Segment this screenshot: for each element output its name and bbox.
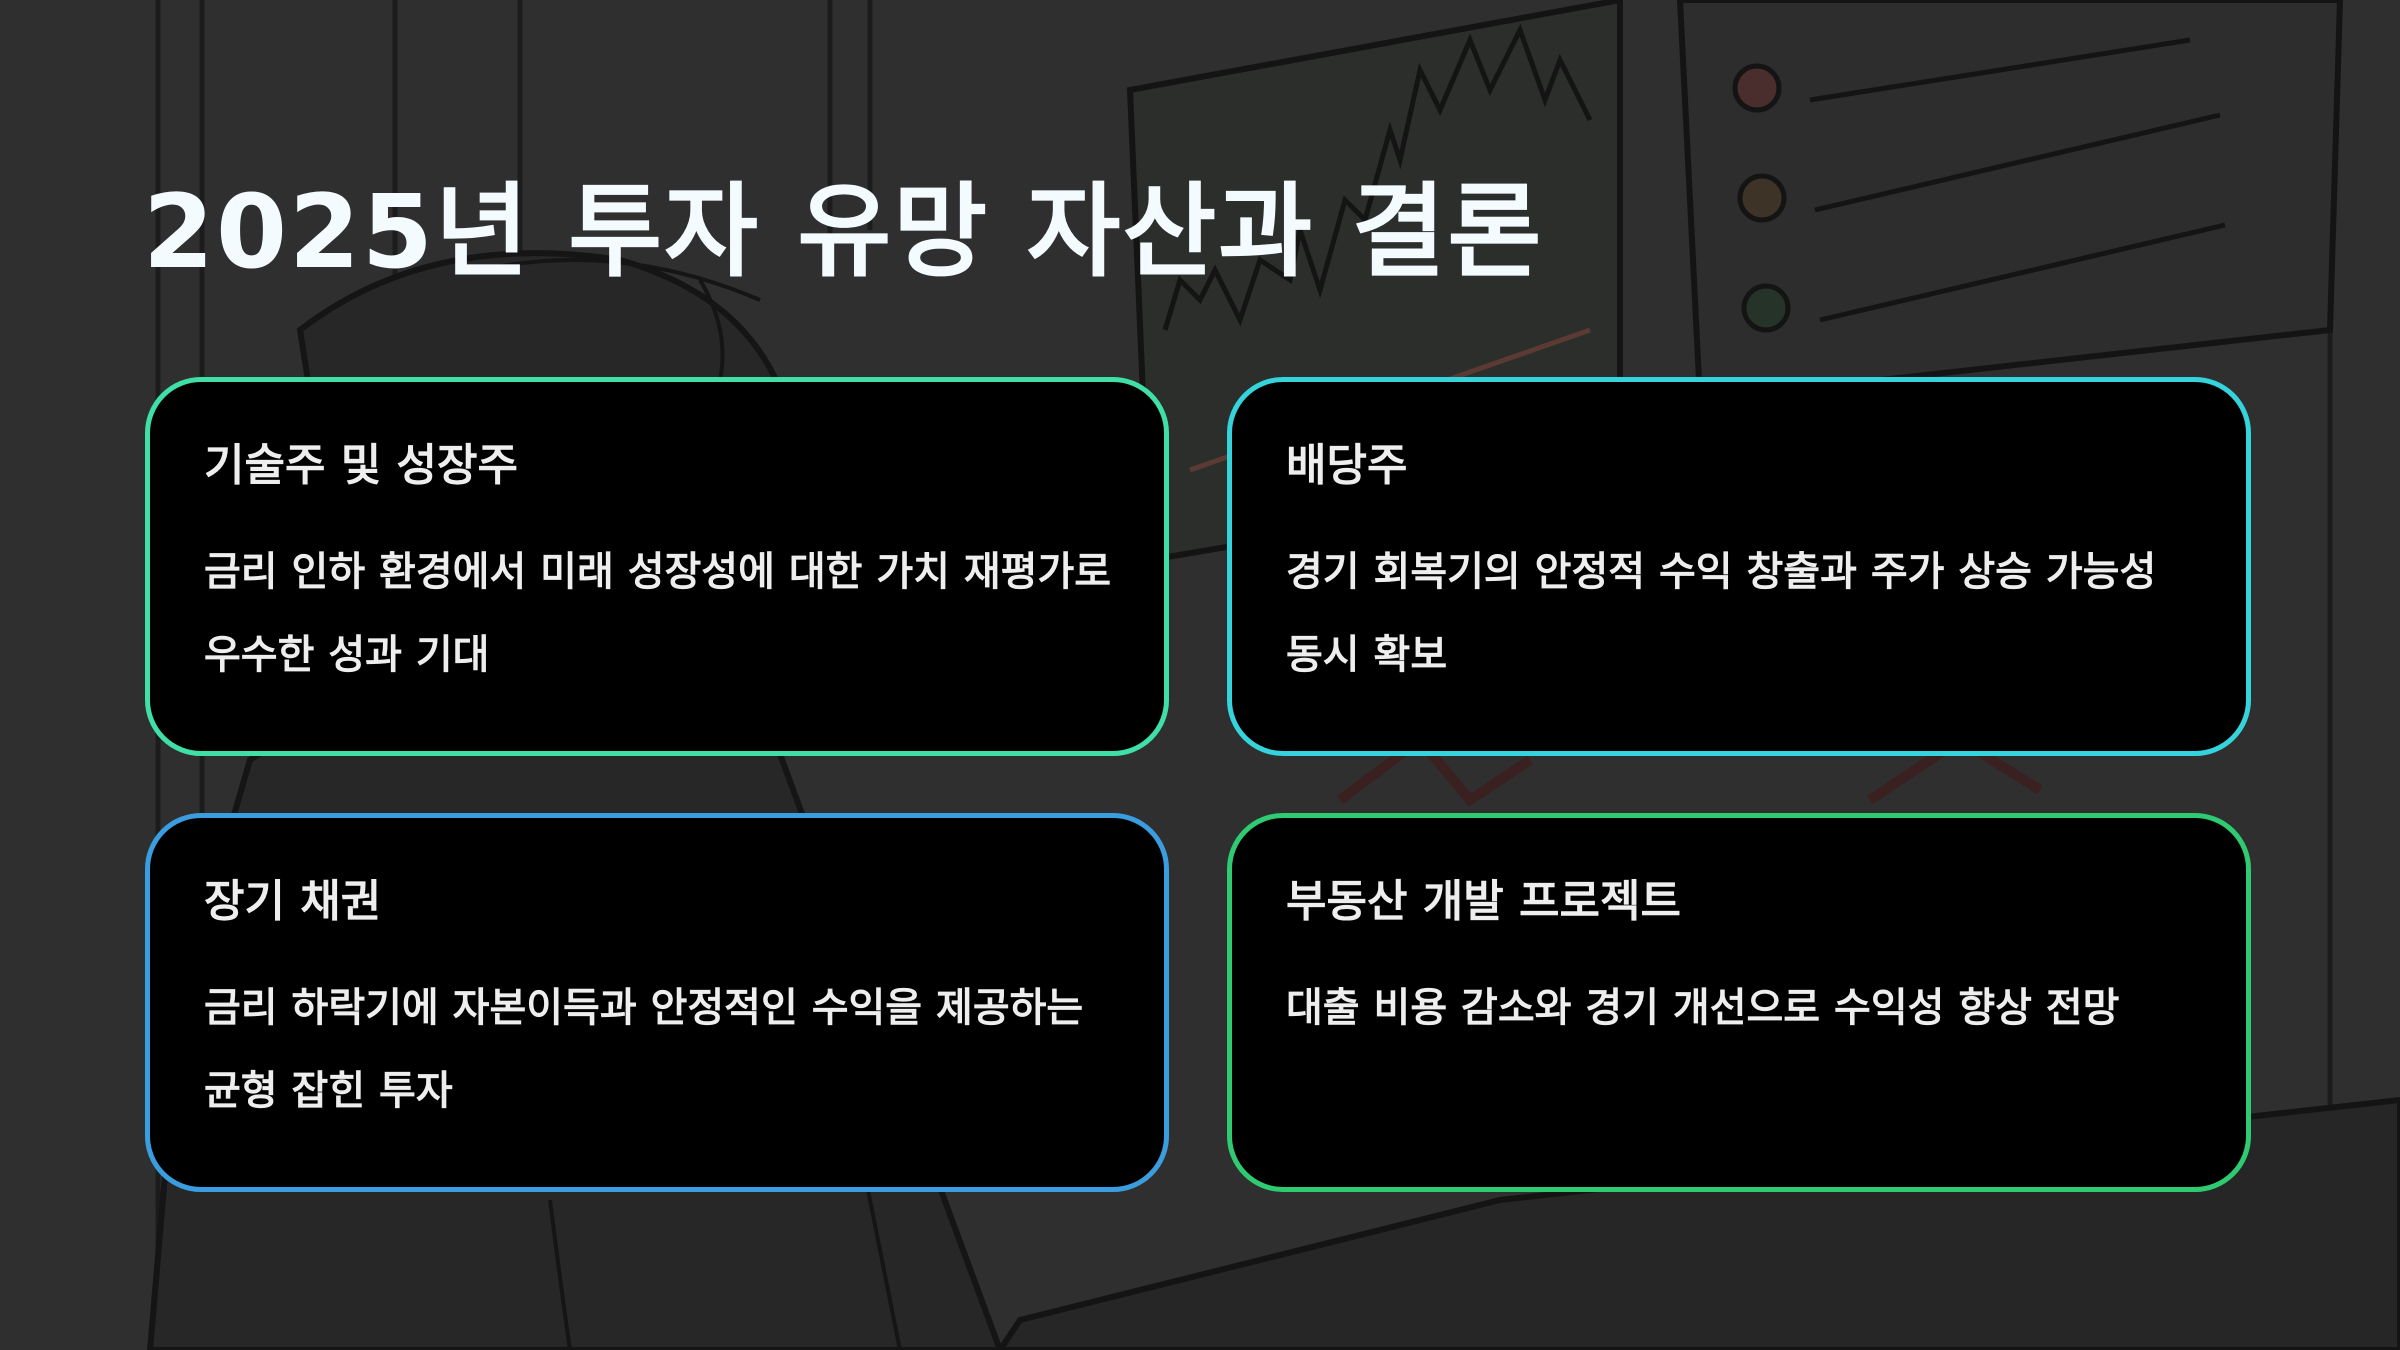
card-title: 부동산 개발 프로젝트 <box>1286 876 1681 927</box>
card-dividend-stocks: 배당주 경기 회복기의 안정적 수익 창출과 주가 상승 가능성 동시 확보 <box>1227 377 2251 756</box>
card-title: 장기 채권 <box>204 876 382 927</box>
card-description: 금리 인하 환경에서 미래 성장성에 대한 가치 재평가로 우수한 성과 기대 <box>204 548 1112 678</box>
card-title: 배당주 <box>1286 440 1408 491</box>
card-title: 기술주 및 성장주 <box>204 440 518 491</box>
card-tech-growth-stocks: 기술주 및 성장주 금리 인하 환경에서 미래 성장성에 대한 가치 재평가로 … <box>145 377 1169 756</box>
card-description: 금리 하락기에 자본이득과 안정적인 수익을 제공하는 균형 잡힌 투자 <box>204 984 1084 1114</box>
card-long-term-bonds: 장기 채권 금리 하락기에 자본이득과 안정적인 수익을 제공하는 균형 잡힌 … <box>145 813 1169 1192</box>
card-description: 경기 회복기의 안정적 수익 창출과 주가 상승 가능성 동시 확보 <box>1286 548 2157 678</box>
slide-title: 2025년 투자 유망 자산과 결론 <box>143 173 1544 292</box>
card-description: 대출 비용 감소와 경기 개선으로 수익성 향상 전망 <box>1286 984 2120 1031</box>
card-real-estate-projects: 부동산 개발 프로젝트 대출 비용 감소와 경기 개선으로 수익성 향상 전망 <box>1227 813 2251 1192</box>
